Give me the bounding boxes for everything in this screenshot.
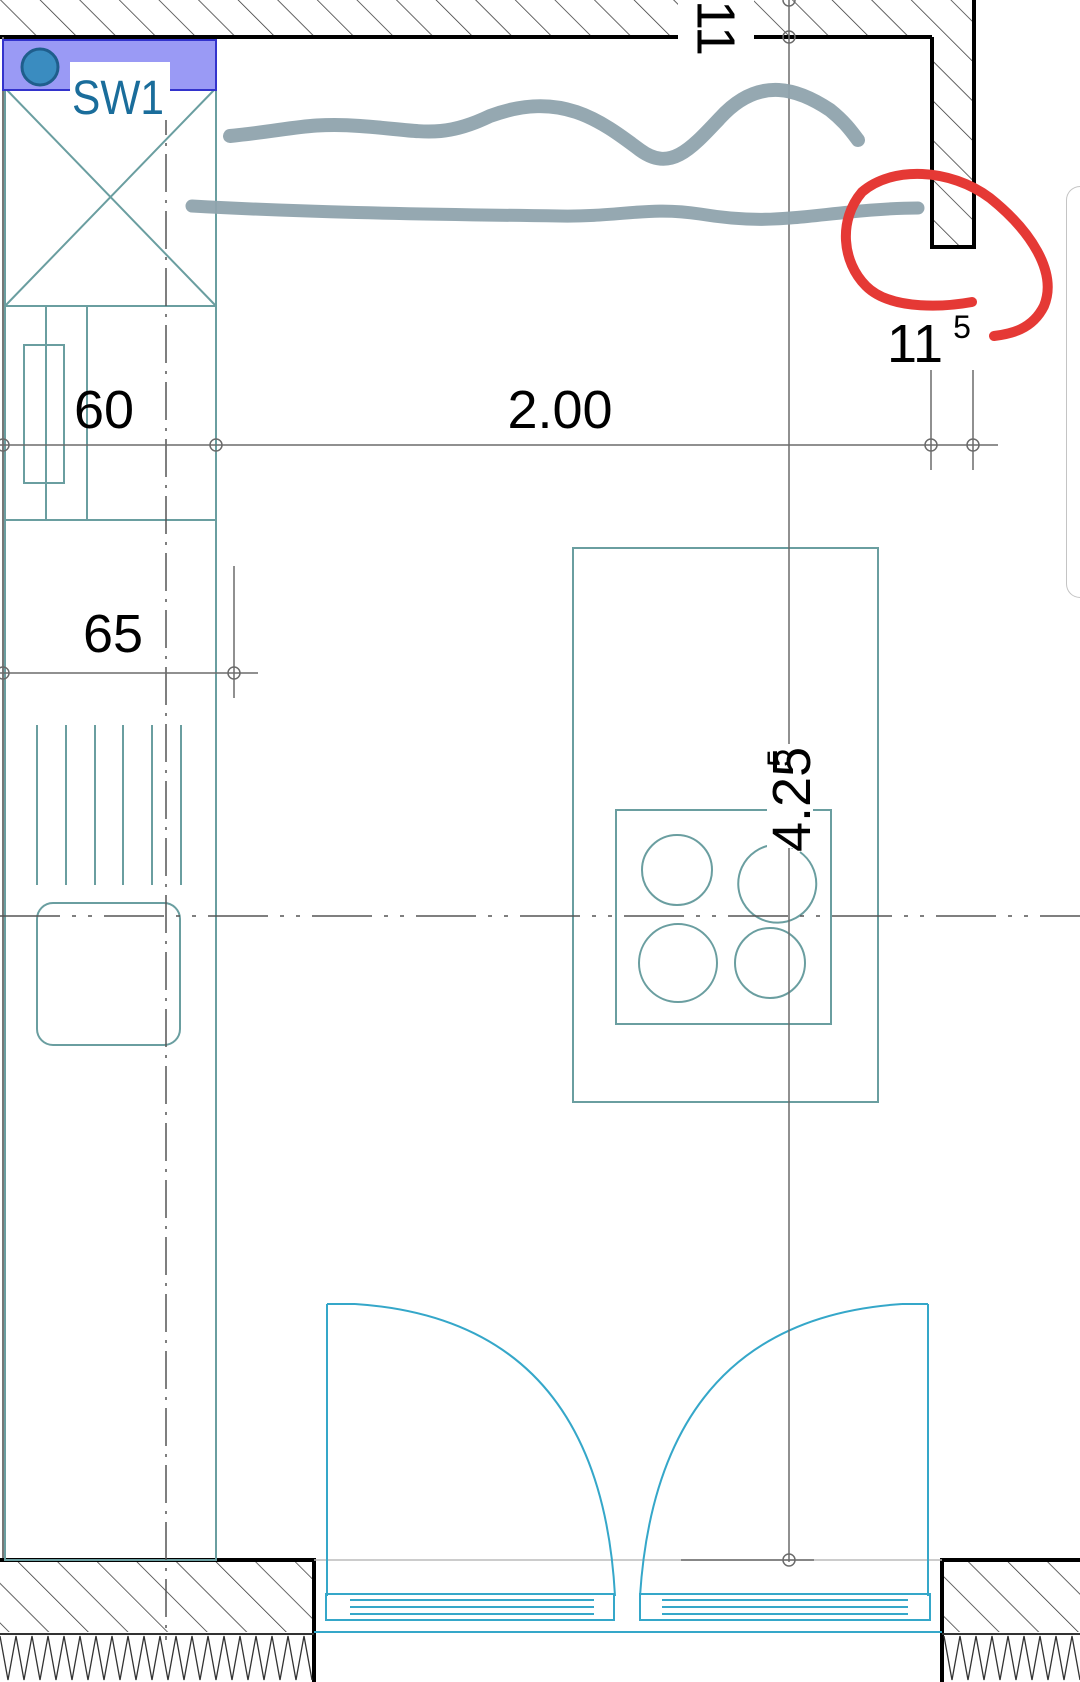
insulation-zigzag-right: [943, 1635, 1080, 1681]
left-counter[interactable]: [4, 87, 217, 1561]
dim-node: [924, 438, 938, 452]
aisle-width-dimension: 65: [83, 604, 143, 664]
gray-scribble-annotation[interactable]: [185, 199, 925, 226]
top-label-background: [678, 0, 754, 42]
burner-top-left: [641, 834, 713, 906]
length-label-background: [767, 744, 813, 848]
counter-depth-dimension: 60: [74, 380, 134, 440]
dim-node: [966, 438, 980, 452]
sw1-label-background: [70, 62, 170, 120]
cooktop[interactable]: [615, 809, 832, 1025]
insulation-band: [0, 1633, 1080, 1681]
island-outline: [572, 547, 879, 1103]
gray-scribble-annotation[interactable]: [223, 83, 865, 166]
dim-node: [0, 666, 10, 680]
left-door-swing-arc[interactable]: [354, 1303, 616, 1597]
right-wall-dimension-sup: 5: [953, 309, 971, 345]
door-threshold: [314, 1593, 942, 1633]
double-doors[interactable]: [314, 1303, 942, 1633]
dim-node: [209, 438, 223, 452]
right-wall-hatch: [932, 0, 974, 247]
right-wall-dimension: 11: [887, 314, 943, 374]
annotations[interactable]: [185, 83, 1053, 341]
right-door-swing-arc[interactable]: [639, 1303, 903, 1597]
dim-node: [782, 0, 796, 7]
sink-basin[interactable]: [36, 902, 181, 1046]
top-wall-hatch: [0, 0, 932, 37]
dish-drainer-lines: [36, 725, 182, 885]
insulation-zigzag-left: [0, 1635, 313, 1681]
room-length-dimension: 4.25: [762, 747, 822, 852]
dim-node: [782, 1553, 796, 1567]
room-length-dimension-sup: 5: [761, 749, 797, 767]
sw1-highlight[interactable]: SW1: [2, 39, 217, 125]
sw1-tag-label: SW1: [72, 72, 164, 125]
dim-node: [0, 438, 10, 452]
right-wall-line: [930, 0, 976, 249]
burner-top-right: [737, 843, 818, 924]
dim-node: [782, 30, 796, 44]
tall-cabinet-cross: [4, 87, 217, 307]
kitchen-island[interactable]: [572, 547, 879, 1103]
blue-dot-icon[interactable]: [20, 47, 60, 87]
room-width-dimension: 2.00: [507, 380, 612, 440]
side-panel-handle[interactable]: [1066, 186, 1080, 598]
appliance-unit: [5, 306, 216, 521]
burner-bottom-right: [734, 927, 806, 999]
bottom-right-wall-hatch: [942, 1560, 1080, 1632]
dim-node: [227, 666, 241, 680]
red-circle-annotation[interactable]: [840, 168, 1053, 341]
top-wall-dimension: 11: [686, 0, 746, 56]
bottom-left-wall-hatch: [0, 1560, 314, 1632]
dimension-labels: 11 11 5 60 2.00 65 4.25 5: [74, 0, 971, 852]
burner-bottom-left: [638, 923, 718, 1003]
